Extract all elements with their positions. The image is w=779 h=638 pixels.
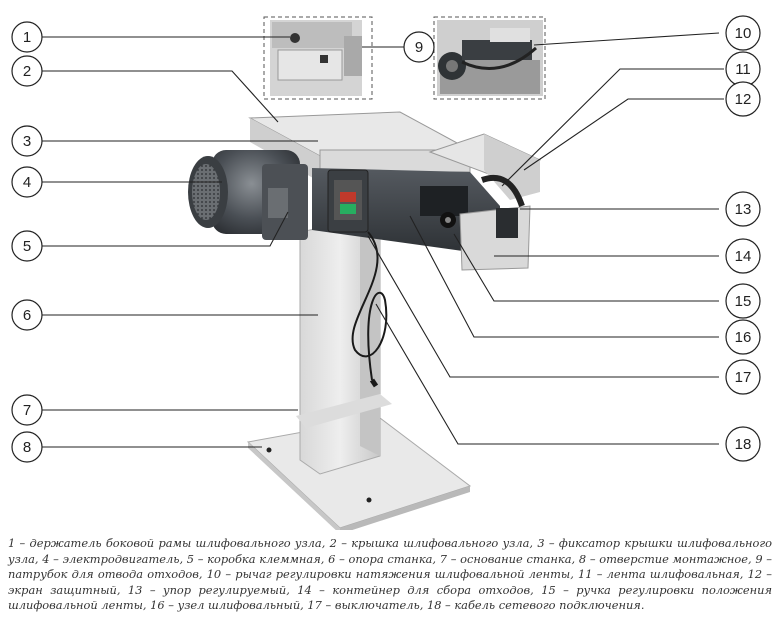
svg-text:8: 8 bbox=[23, 439, 31, 456]
callout-3: 3 bbox=[11, 125, 43, 157]
callout-16: 16 bbox=[725, 319, 761, 355]
callout-18: 18 bbox=[725, 426, 761, 462]
callout-12: 12 bbox=[725, 81, 761, 117]
svg-text:3: 3 bbox=[23, 133, 31, 150]
svg-text:4: 4 bbox=[23, 174, 31, 191]
electric-motor bbox=[188, 150, 308, 240]
svg-text:16: 16 bbox=[735, 329, 752, 346]
svg-text:18: 18 bbox=[735, 436, 752, 453]
leader-lines bbox=[42, 32, 724, 448]
svg-text:5: 5 bbox=[23, 238, 31, 255]
callout-7: 7 bbox=[11, 394, 43, 426]
callout-14: 14 bbox=[725, 238, 761, 274]
svg-text:6: 6 bbox=[23, 307, 31, 324]
callout-8: 8 bbox=[11, 431, 43, 463]
svg-text:11: 11 bbox=[735, 61, 751, 78]
callout-17: 17 bbox=[725, 359, 761, 395]
parts-legend-caption: 1 – держатель боковой рамы шлифовального… bbox=[8, 536, 772, 613]
inset-belt-tension-lever bbox=[433, 16, 546, 100]
svg-text:13: 13 bbox=[735, 201, 752, 218]
callout-4: 4 bbox=[11, 166, 43, 198]
callout-5: 5 bbox=[11, 230, 43, 262]
callout-9: 9 bbox=[403, 31, 435, 63]
svg-text:10: 10 bbox=[735, 25, 752, 42]
callout-15: 15 bbox=[725, 283, 761, 319]
callout-6: 6 bbox=[11, 299, 43, 331]
svg-text:15: 15 bbox=[735, 293, 752, 310]
machine-column bbox=[296, 219, 392, 475]
svg-text:12: 12 bbox=[735, 91, 752, 108]
svg-text:17: 17 bbox=[735, 369, 752, 386]
svg-text:9: 9 bbox=[415, 39, 423, 56]
callout-1: 1 bbox=[11, 21, 43, 53]
svg-text:2: 2 bbox=[23, 63, 31, 80]
callout-2: 2 bbox=[11, 55, 43, 87]
grinding-unit bbox=[248, 111, 541, 271]
belt-grinder-diagram: 1 2 3 4 5 6 7 8 9 10 11 12 13 14 15 16 1… bbox=[11, 15, 761, 530]
svg-text:14: 14 bbox=[735, 248, 752, 265]
power-cable bbox=[351, 231, 388, 381]
callout-13: 13 bbox=[725, 191, 761, 227]
svg-text:1: 1 bbox=[23, 29, 31, 46]
callout-11: 11 bbox=[725, 51, 761, 87]
svg-text:7: 7 bbox=[23, 402, 31, 419]
inset-exhaust-port bbox=[263, 16, 373, 100]
callout-10: 10 bbox=[725, 15, 761, 51]
